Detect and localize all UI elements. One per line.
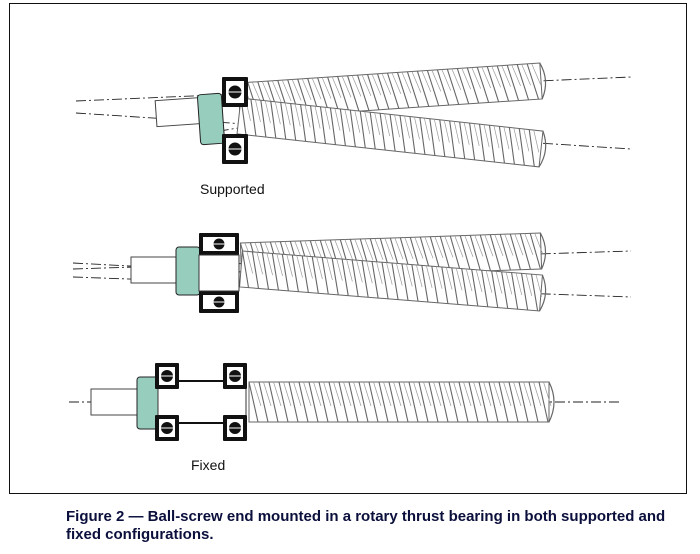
ball-bearing-icon xyxy=(222,134,248,164)
shaft-journal xyxy=(130,256,180,284)
threaded-screw-shaft xyxy=(248,381,555,423)
ball-bearing-icon xyxy=(155,363,179,389)
ball-bearing-icon xyxy=(155,415,179,441)
deflected-configuration xyxy=(72,232,632,313)
bearing-housing xyxy=(198,254,240,292)
fixed-configuration xyxy=(69,363,621,441)
thrust-collar xyxy=(196,92,226,146)
ball-bearing-icon xyxy=(199,233,239,255)
threaded-screw-shaft xyxy=(239,250,547,312)
shaft-journal xyxy=(90,388,140,416)
ball-screw-diagram xyxy=(69,62,632,441)
label-fixed: Fixed xyxy=(191,457,226,473)
supported-configuration xyxy=(75,62,632,168)
threaded-screw-shaft xyxy=(236,97,547,168)
figure-caption: Figure 2 — Ball-screw end mounted in a r… xyxy=(66,508,666,543)
figure-panel: Supported Fixed xyxy=(9,3,687,494)
thrust-collar xyxy=(175,246,201,296)
ball-bearing-icon xyxy=(223,363,247,389)
ball-bearing-icon xyxy=(222,77,248,107)
ball-bearing-icon xyxy=(223,415,247,441)
label-supported: Supported xyxy=(200,181,265,197)
ball-bearing-icon xyxy=(199,291,239,313)
